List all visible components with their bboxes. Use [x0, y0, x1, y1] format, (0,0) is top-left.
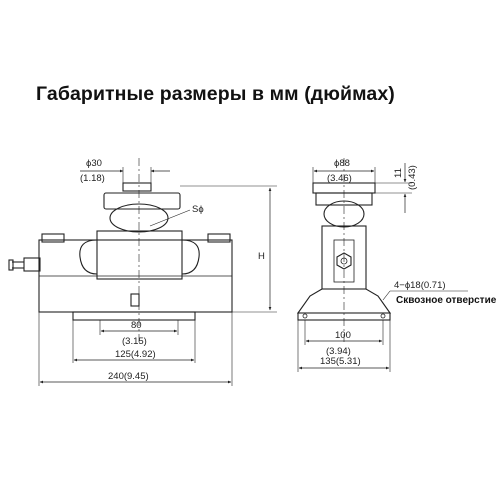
hex-nut — [336, 252, 352, 270]
column — [96, 230, 183, 280]
end-view — [296, 158, 468, 372]
right-bolt-head — [207, 233, 231, 243]
top-dia-in: (3.46) — [327, 173, 352, 184]
dim-11-mm: 11 — [393, 168, 404, 178]
sphere — [109, 203, 169, 233]
side-view — [8, 158, 277, 386]
pin-cap — [122, 182, 152, 192]
dim-100-in: (3.94) — [326, 346, 351, 357]
left-lug — [79, 239, 98, 275]
height-label: H — [258, 251, 265, 262]
dim-125: 125(4.92) — [115, 349, 156, 360]
dim-11-in: (0.43) — [407, 165, 418, 190]
cable-gland — [23, 257, 41, 272]
dim-100-mm: 100 — [335, 330, 351, 341]
top-plate — [103, 192, 181, 210]
bottom-bolt — [130, 293, 140, 307]
dim-135: 135(5.31) — [320, 356, 361, 367]
dim-80-in: (3.15) — [122, 336, 147, 347]
dim-80-mm: 80 — [131, 320, 142, 331]
cable-end — [8, 259, 14, 271]
top-dia-mm: ϕ88 — [334, 158, 350, 169]
sphere-label: Sϕ — [192, 204, 204, 215]
dim-240: 240(9.45) — [108, 371, 149, 382]
page-title: Габаритные размеры в мм (дюймах) — [36, 83, 395, 105]
hole-note: Сквозное отверстие — [396, 295, 497, 306]
pin-dia-mm: ϕ30 — [86, 158, 102, 169]
right-lug — [181, 239, 200, 275]
pin-dia-in: (1.18) — [80, 173, 105, 184]
hole-spec: 4−ϕ18(0.71) — [394, 280, 446, 291]
base-foot — [72, 311, 196, 321]
mount-hole-left — [302, 313, 308, 319]
mount-hole-right — [380, 313, 386, 319]
left-bolt-head — [41, 233, 65, 243]
